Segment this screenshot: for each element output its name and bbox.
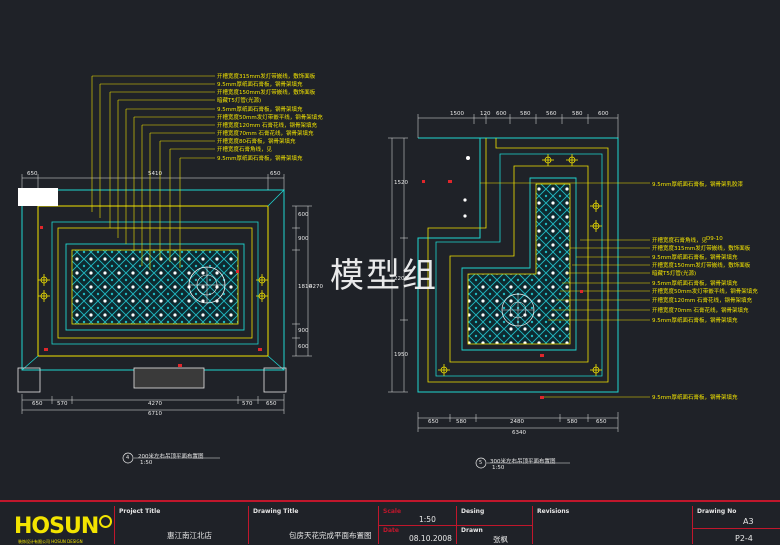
date-label: Date bbox=[383, 527, 399, 534]
left-dim-bottom-1: 570 bbox=[57, 401, 68, 407]
right-dim-left-0: 1520 bbox=[394, 180, 408, 186]
scale-value: 1:50 bbox=[419, 515, 436, 524]
right-note-4: 开槽宽度150mm发灯带嵌线，敷饰面板 bbox=[652, 263, 751, 269]
right-plan-number: 5 bbox=[479, 460, 483, 466]
right-dim-bottom-3: 580 bbox=[567, 419, 578, 425]
left-dim-top-2: 650 bbox=[270, 171, 281, 177]
left-dim-right-total: 4270 bbox=[309, 284, 323, 290]
left-plan-scale: 1:50 bbox=[140, 460, 153, 466]
left-note-6: 开槽宽度120mm 石膏花线，钢骨架填充 bbox=[217, 123, 317, 129]
right-dim-top-0: 1500 bbox=[450, 111, 464, 117]
left-dim-bottom-0: 650 bbox=[32, 401, 43, 407]
left-dim-top-1: 5410 bbox=[148, 171, 162, 177]
right-dim-top-6: 600 bbox=[598, 111, 609, 117]
date-value: 08.10.2008 bbox=[409, 534, 452, 543]
right-note-9: 开槽宽度70mm 石膏花线，钢骨架填充 bbox=[652, 308, 749, 314]
left-plan-caption: 200米左右吊顶平面布置图 bbox=[138, 454, 204, 460]
left-dim-right-3: 900 bbox=[298, 328, 309, 334]
right-note-6: 9.5mm厚纸面石膏板，钢骨架填充 bbox=[652, 281, 738, 287]
revisions-cell: Revisions bbox=[532, 506, 692, 544]
right-plan-caption: 300米左右吊顶平面布置图 bbox=[490, 459, 556, 465]
drawing-title-cell: Drawing Title 包房天花完成平面布置图 bbox=[248, 506, 378, 544]
left-note-9: 开槽宽度石膏角线，见 bbox=[217, 147, 273, 153]
left-dim-right-0: 600 bbox=[298, 212, 309, 218]
drawing-title-label: Drawing Title bbox=[253, 508, 299, 515]
left-note-5: 开槽宽度50mm发灯带嵌平线，钢骨架填充 bbox=[217, 115, 323, 121]
label-box bbox=[18, 188, 58, 206]
right-dim-bottom-1: 580 bbox=[456, 419, 467, 425]
desing-label: Desing bbox=[461, 508, 485, 515]
left-note-0: 开槽宽度315mm发灯带嵌线，敷饰面板 bbox=[217, 74, 316, 80]
right-dim-bottom-4: 650 bbox=[596, 419, 607, 425]
left-note-3: 暗藏T5灯管(光源) bbox=[217, 98, 262, 104]
right-note-10: 9.5mm厚纸面石膏板，钢骨架填充 bbox=[652, 318, 738, 324]
left-dim-top-0: 650 bbox=[27, 171, 38, 177]
logo-badge-icon bbox=[99, 515, 112, 528]
right-dim-bottom-2: 2480 bbox=[510, 419, 524, 425]
right-note-3: 9.5mm厚纸面石膏板，钢骨架填充 bbox=[652, 255, 738, 261]
right-dim-top-3: 580 bbox=[520, 111, 531, 117]
section-ref: D9-10 bbox=[706, 236, 723, 242]
right-note-5: 暗藏T5灯管(光源) bbox=[652, 271, 697, 277]
company-subtitle: 装饰设计有限公司 HOSUN DESIGN bbox=[18, 539, 83, 544]
left-note-1: 9.5mm厚纸面石膏板，钢骨架填充 bbox=[217, 82, 303, 88]
right-dim-top-1: 120 bbox=[480, 111, 491, 117]
scale-date-cell: Scale 1:50 Date 08.10.2008 bbox=[378, 506, 457, 544]
drawing-title: 包房天花完成平面布置图 bbox=[289, 531, 372, 540]
company-logo: HOSUN bbox=[14, 514, 99, 539]
right-plan-scale: 1:50 bbox=[492, 465, 505, 471]
left-note-10: 9.5mm厚纸面石膏板，钢骨架填充 bbox=[217, 156, 303, 162]
drawn-label: Drawn bbox=[461, 527, 483, 534]
left-note-8: 开槽宽度80石膏板，钢骨架填充 bbox=[217, 139, 296, 145]
left-plan bbox=[17, 75, 312, 464]
drawn-value: 张枫 bbox=[493, 535, 508, 544]
right-note-11: 9.5mm厚纸面石膏板，钢骨架填充 bbox=[652, 395, 738, 401]
drawing-number: P2-4 bbox=[735, 534, 753, 543]
drawing-no-label: Drawing No bbox=[697, 508, 737, 515]
left-dim-right-4: 600 bbox=[298, 344, 309, 350]
right-dim-top-2: 600 bbox=[496, 111, 507, 117]
project-title: 惠江南江北店 bbox=[167, 531, 212, 540]
design-drawn-cell: Desing Drawn 张枫 bbox=[456, 506, 533, 544]
right-note-0: 9.5mm厚纸面石膏板，钢骨架乳胶漆 bbox=[652, 182, 743, 188]
drawing-no-cell: Drawing No A3 P2-4 bbox=[692, 506, 780, 544]
project-title-label: Project Title bbox=[119, 508, 161, 515]
left-plan-number: 4 bbox=[126, 455, 130, 461]
paper-size: A3 bbox=[743, 517, 754, 526]
right-note-7: 开槽宽度50mm发灯带嵌平线，钢骨架填充 bbox=[652, 289, 758, 295]
right-note-1: 开槽宽度石膏角线，见 bbox=[652, 238, 708, 244]
watermark: 模型组 bbox=[330, 256, 438, 296]
scale-label: Scale bbox=[383, 508, 402, 515]
right-note-8: 开槽宽度120mm 石膏花线，钢骨架填充 bbox=[652, 298, 752, 304]
left-dim-overall: 6710 bbox=[148, 411, 162, 417]
left-dim-bottom-2: 4270 bbox=[148, 401, 162, 407]
right-dim-left-2: 1950 bbox=[394, 352, 408, 358]
left-dim-bottom-3: 570 bbox=[242, 401, 253, 407]
right-dim-left-1: 2200 bbox=[394, 276, 408, 282]
left-note-7: 开槽宽度70mm 石膏花线，钢骨架填充 bbox=[217, 131, 314, 137]
left-note-4: 9.5mm厚纸面石膏板，钢骨架填充 bbox=[217, 107, 303, 113]
right-note-2: 开槽宽度315mm发灯带嵌线，敷饰面板 bbox=[652, 246, 751, 252]
right-dim-bottom-0: 650 bbox=[428, 419, 439, 425]
title-block: HOSUN 装饰设计有限公司 HOSUN DESIGN Project Titl… bbox=[0, 500, 780, 544]
left-dim-right-2: 1810 bbox=[298, 284, 312, 290]
right-dim-top-5: 580 bbox=[572, 111, 583, 117]
right-plan bbox=[388, 114, 650, 469]
revisions-label: Revisions bbox=[537, 508, 570, 515]
logo-cell: HOSUN 装饰设计有限公司 HOSUN DESIGN bbox=[0, 506, 114, 544]
right-dim-top-4: 560 bbox=[546, 111, 557, 117]
left-dim-right-1: 900 bbox=[298, 236, 309, 242]
left-dim-bottom-4: 650 bbox=[266, 401, 277, 407]
left-note-2: 开槽宽度150mm发灯带嵌线，敷饰面板 bbox=[217, 90, 316, 96]
project-title-cell: Project Title 惠江南江北店 bbox=[114, 506, 248, 544]
right-dim-overall: 6340 bbox=[512, 430, 526, 436]
